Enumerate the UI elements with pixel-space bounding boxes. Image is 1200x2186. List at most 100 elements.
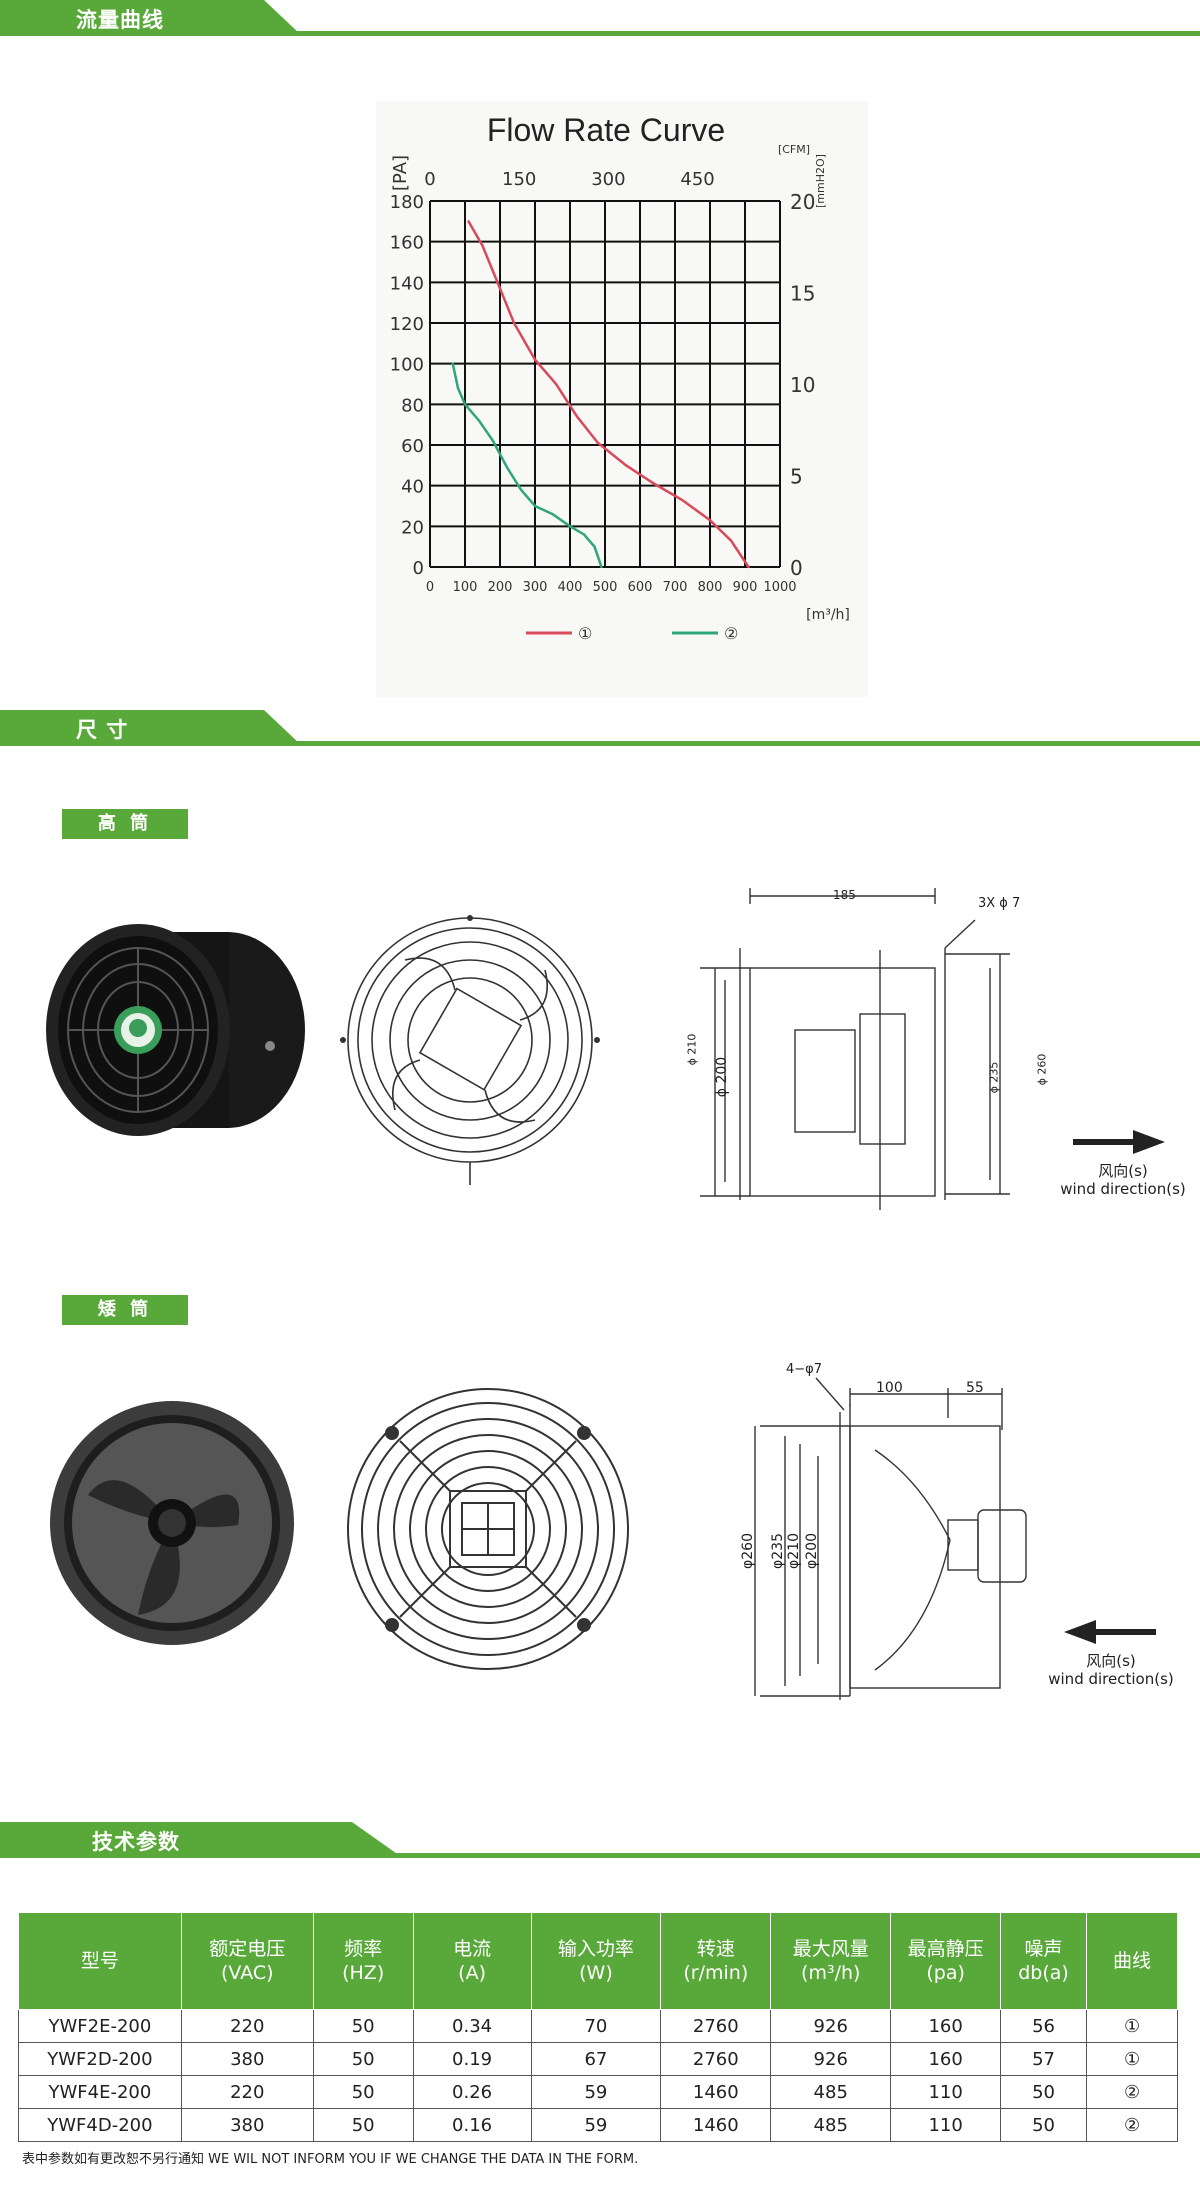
arrow-left-icon bbox=[1064, 1620, 1156, 1644]
data-point bbox=[729, 539, 733, 542]
table-cell: 50 bbox=[1000, 2108, 1088, 2142]
wind-cn: 风向(s) bbox=[1098, 1162, 1148, 1180]
table-cell: 1460 bbox=[660, 2075, 772, 2109]
tall-fan-photo bbox=[46, 924, 305, 1136]
dim-w100: 100 bbox=[876, 1380, 903, 1396]
dim-d235-short: φ235 bbox=[769, 1533, 786, 1569]
wind-cn: 风向(s) bbox=[1086, 1652, 1136, 1670]
table-cell: 110 bbox=[890, 2108, 1002, 2142]
short-fan-front-drawing bbox=[347, 1388, 629, 1670]
data-point bbox=[533, 504, 537, 508]
dim-width: 185 bbox=[833, 888, 856, 902]
right-tick-label: 10 bbox=[790, 373, 815, 397]
column-header-line: 电流 bbox=[453, 1938, 492, 1960]
table-cell: 926 bbox=[770, 2042, 892, 2076]
table-cell: ① bbox=[1086, 2042, 1178, 2076]
data-point bbox=[467, 220, 470, 223]
column-header-line: 最大风量 bbox=[792, 1938, 869, 1960]
column-header-line: db(a) bbox=[1018, 1962, 1069, 1984]
data-point bbox=[568, 525, 572, 528]
data-point bbox=[481, 244, 484, 247]
table-cell: 0.34 bbox=[412, 2009, 532, 2043]
column-header: 最大风量(m³/h) bbox=[770, 1912, 892, 2010]
table-cell: 50 bbox=[1000, 2075, 1088, 2109]
spec-table: 型号额定电压(VAC)频率(HZ)电流(A)输入功率(W)转速(r/min)最大… bbox=[18, 1912, 1178, 2142]
column-header: 曲线 bbox=[1086, 1912, 1178, 2010]
data-point bbox=[491, 439, 495, 443]
table-cell: 485 bbox=[770, 2075, 892, 2109]
column-header-line: (m³/h) bbox=[801, 1962, 861, 1984]
top-tick-label: 300 bbox=[591, 169, 625, 190]
x-tick-label: 400 bbox=[558, 580, 583, 595]
sub-label-tall: 高 筒 bbox=[62, 809, 188, 839]
table-cell: 1460 bbox=[660, 2108, 772, 2142]
dim-holes: 3X ϕ 7 bbox=[978, 896, 1021, 911]
data-point bbox=[477, 419, 481, 422]
short-fan-photo bbox=[50, 1401, 294, 1645]
table-cell: 0.16 bbox=[412, 2108, 532, 2142]
top-tick-label: 150 bbox=[502, 169, 536, 190]
table-cell: 70 bbox=[530, 2009, 662, 2043]
column-header: 最高静压(pa) bbox=[890, 1912, 1002, 2010]
data-point bbox=[505, 466, 509, 469]
right-tick-label: 0 bbox=[790, 556, 803, 580]
x-tick-label: 300 bbox=[523, 580, 548, 595]
section-title: 流量曲线 bbox=[76, 8, 164, 32]
series-line-1 bbox=[467, 220, 750, 568]
table-cell: YWF2E-200 bbox=[18, 2009, 182, 2043]
column-header-line: 曲线 bbox=[1113, 1950, 1152, 1972]
data-point bbox=[519, 488, 523, 491]
dim-w55: 55 bbox=[966, 1380, 984, 1396]
data-point bbox=[512, 321, 516, 325]
data-point bbox=[680, 498, 684, 502]
table-cell: 67 bbox=[530, 2042, 662, 2076]
table-cell: 380 bbox=[180, 2108, 314, 2142]
table-cell: 110 bbox=[890, 2075, 1002, 2109]
dim-d260-short: φ260 bbox=[739, 1533, 756, 1569]
dim-d235: ϕ 235 bbox=[987, 1061, 1001, 1094]
table-cell: 0.19 bbox=[412, 2042, 532, 2076]
table-cell: 220 bbox=[180, 2009, 314, 2043]
legend-label-1: ① bbox=[578, 624, 592, 643]
column-header-line: 输入功率 bbox=[557, 1938, 634, 1960]
y-tick-label: 20 bbox=[401, 517, 424, 538]
x-tick-label: 200 bbox=[488, 580, 513, 595]
wind-en: wind direction(s) bbox=[1060, 1180, 1186, 1198]
column-header-line: 噪声 bbox=[1024, 1938, 1063, 1960]
column-header-line: 转速 bbox=[696, 1938, 735, 1960]
column-header-line: (W) bbox=[579, 1962, 613, 1984]
table-cell: YWF4D-200 bbox=[18, 2108, 182, 2142]
table-cell: 0.26 bbox=[412, 2075, 532, 2109]
column-header-line: (pa) bbox=[926, 1962, 965, 1984]
x-tick-label: 1000 bbox=[763, 580, 796, 595]
y-tick-label: 0 bbox=[413, 558, 424, 579]
x-tick-label: 0 bbox=[426, 580, 434, 595]
dim-d210-short: φ210 bbox=[785, 1533, 802, 1569]
x-tick-label: 500 bbox=[593, 580, 618, 595]
right-tick-label: 15 bbox=[790, 282, 815, 306]
y-tick-label: 60 bbox=[401, 436, 424, 457]
data-point bbox=[582, 533, 586, 536]
top-tick-label: 0 bbox=[424, 169, 435, 190]
column-header-line: 频率 bbox=[344, 1938, 383, 1960]
x-tick-label: 700 bbox=[663, 580, 688, 595]
data-point bbox=[747, 565, 750, 569]
table-cell: 160 bbox=[890, 2042, 1002, 2076]
column-header: 额定电压(VAC) bbox=[180, 1912, 314, 2010]
wind-en: wind direction(s) bbox=[1048, 1670, 1174, 1688]
table-cell: 926 bbox=[770, 2009, 892, 2043]
x-tick-label: 600 bbox=[628, 580, 653, 595]
x-axis-label-bottom: [m³/h] bbox=[806, 607, 850, 623]
section-title: 尺 寸 bbox=[76, 718, 129, 742]
data-point bbox=[456, 386, 460, 390]
right-tick-label: 20 bbox=[790, 190, 815, 214]
dim-holes-short: 4−φ7 bbox=[786, 1362, 823, 1377]
data-point bbox=[624, 464, 628, 467]
dim-d200-short: φ200 bbox=[803, 1533, 820, 1569]
